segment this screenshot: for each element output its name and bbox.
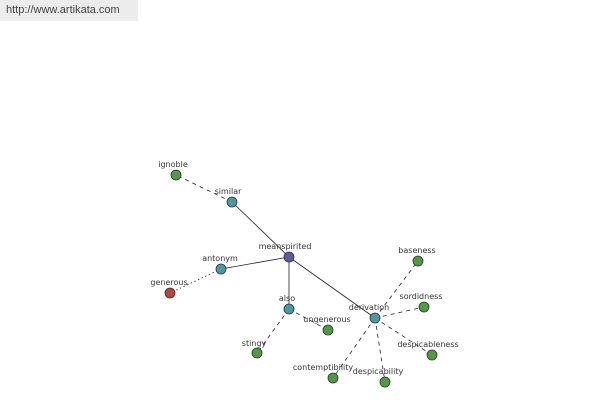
- edge-derivation-baseness: [374, 260, 419, 319]
- edge-antonym-generous: [169, 268, 222, 294]
- node-label-generous[interactable]: generous: [150, 278, 187, 287]
- node-dot-stingy[interactable]: [251, 347, 263, 359]
- edge-mean-spirited-antonym: [220, 256, 290, 270]
- node-ungenerous[interactable]: ungenerous: [303, 315, 351, 336]
- node-label-similar[interactable]: similar: [215, 187, 243, 196]
- graph-nodes: meanspirited similar antonym also derivation…: [150, 160, 459, 388]
- node-despicableness[interactable]: despicableness: [397, 340, 459, 361]
- node-label-derivation[interactable]: derivation: [349, 303, 389, 312]
- node-dot-antonym[interactable]: [215, 263, 227, 275]
- node-derivation[interactable]: derivation: [349, 303, 389, 324]
- node-label-despicability[interactable]: despicability: [353, 367, 404, 376]
- edge-derivation-sordidness: [374, 306, 425, 319]
- edge-mean-spirited-similar: [231, 201, 290, 258]
- node-label-stingy[interactable]: stingy: [242, 339, 267, 348]
- node-ignoble[interactable]: ignoble: [158, 160, 188, 181]
- node-dot-also[interactable]: [283, 303, 295, 315]
- node-label-antonym[interactable]: antonym: [202, 254, 238, 263]
- node-label-ignoble[interactable]: ignoble: [158, 160, 188, 169]
- node-also[interactable]: also: [279, 294, 295, 315]
- edge-similar-ignoble: [175, 174, 233, 203]
- node-generous[interactable]: generous: [150, 278, 188, 299]
- node-similar[interactable]: similar: [215, 187, 243, 208]
- node-dot-despicableness[interactable]: [426, 349, 438, 361]
- node-contemptibility[interactable]: contemptibility: [293, 363, 354, 384]
- node-baseness[interactable]: baseness: [398, 246, 436, 267]
- node-label-contemptibility[interactable]: contemptibility: [293, 363, 354, 372]
- node-dot-ungenerous[interactable]: [322, 324, 334, 336]
- site-url[interactable]: http://www.artikata.com: [0, 0, 138, 21]
- node-label-ungenerous[interactable]: ungenerous: [303, 315, 350, 324]
- node-label-sordidness[interactable]: sordidness: [400, 292, 443, 301]
- node-label-mean-spirited[interactable]: meanspirited: [259, 242, 312, 251]
- node-dot-ignoble[interactable]: [170, 169, 182, 181]
- node-dot-baseness[interactable]: [412, 255, 424, 267]
- edge-derivation-despicableness: [374, 317, 433, 356]
- node-despicability[interactable]: despicability: [353, 367, 404, 388]
- edge-also-stingy: [256, 308, 290, 354]
- node-stingy[interactable]: stingy: [242, 339, 267, 359]
- node-dot-derivation[interactable]: [369, 312, 381, 324]
- node-label-also[interactable]: also: [279, 294, 295, 303]
- node-antonym[interactable]: antonym: [202, 254, 238, 275]
- node-dot-generous[interactable]: [164, 287, 176, 299]
- graph-edges: [169, 174, 433, 383]
- node-label-baseness[interactable]: baseness: [398, 246, 435, 255]
- node-sordidness[interactable]: sordidness: [400, 292, 443, 313]
- node-label-despicableness[interactable]: despicableness: [397, 340, 458, 349]
- node-mean-spirited[interactable]: meanspirited: [259, 242, 312, 263]
- node-dot-contemptibility[interactable]: [327, 372, 339, 384]
- node-dot-mean-spirited[interactable]: [283, 251, 295, 263]
- node-dot-despicability[interactable]: [379, 376, 391, 388]
- edge-derivation-despicability: [374, 317, 386, 383]
- node-dot-sordidness[interactable]: [418, 301, 430, 313]
- edge-mean-spirited-derivation: [288, 256, 376, 319]
- node-dot-similar[interactable]: [226, 196, 238, 208]
